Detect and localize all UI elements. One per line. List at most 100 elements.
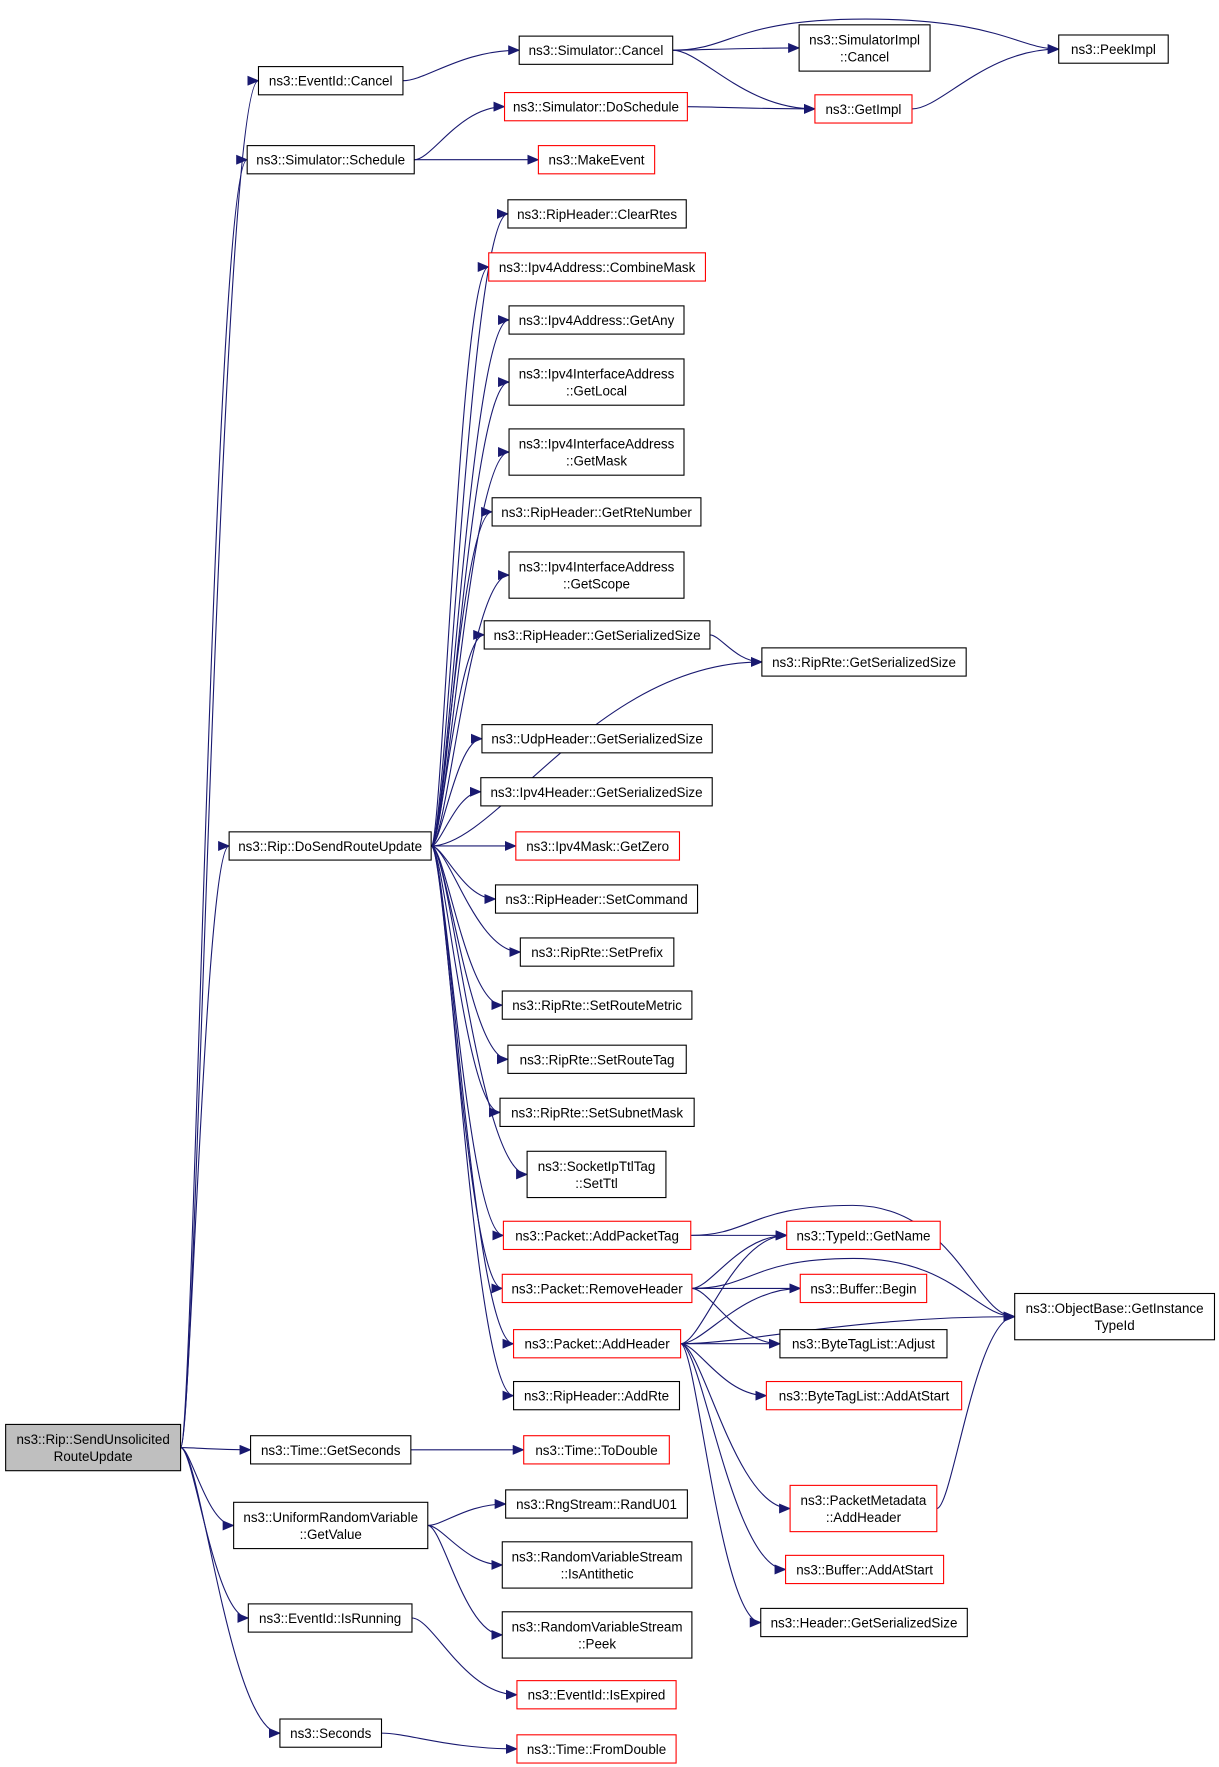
call-edge-rip_dosend-to-udpheader_getserializedsize xyxy=(430,733,483,847)
call-edge-root-to-seconds xyxy=(180,1447,281,1739)
node-rvs-isantithetic[interactable]: ns3::RandomVariableStream::IsAntithetic xyxy=(501,1541,693,1589)
node-buffer-addatstart[interactable]: ns3::Buffer::AddAtStart xyxy=(785,1554,945,1585)
call-edge-rip_dosend-to-ipv4addr_combinemask xyxy=(430,262,490,847)
node-buffer-begin[interactable]: ns3::Buffer::Begin xyxy=(799,1273,928,1304)
node-rvs-peek[interactable]: ns3::RandomVariableStream::Peek xyxy=(501,1611,693,1659)
node-header-getserializedsize[interactable]: ns3::Header::GetSerializedSize xyxy=(760,1607,968,1638)
call-edge-rip_dosend-to-ripheader_getrtenumber xyxy=(430,506,494,847)
node-label: ns3::Buffer::AddAtStart xyxy=(796,1562,933,1577)
call-edge-packet_addheader-to-buffer_begin xyxy=(680,1283,802,1345)
node-label: ns3::RipHeader::SetCommand xyxy=(505,892,687,907)
node-ripheader-setcommand[interactable]: ns3::RipHeader::SetCommand xyxy=(494,884,699,914)
node-urv-getvalue[interactable]: ns3::UniformRandomVariable::GetValue xyxy=(233,1501,429,1550)
node-seconds[interactable]: ns3::Seconds xyxy=(279,1718,383,1748)
node-label: ns3::MakeEvent xyxy=(549,153,645,168)
node-box xyxy=(508,358,685,406)
node-sim-doschedule[interactable]: ns3::Simulator::DoSchedule xyxy=(503,92,688,122)
node-label: ::GetValue xyxy=(300,1527,362,1542)
node-packet-removeheader[interactable]: ns3::Packet::RemoveHeader xyxy=(501,1273,693,1304)
node-label: ns3::SimulatorImpl xyxy=(809,32,920,47)
node-label: ::SetTtl xyxy=(575,1176,617,1191)
node-label: ns3::RipHeader::AddRte xyxy=(524,1389,669,1404)
node-time-todouble[interactable]: ns3::Time::ToDouble xyxy=(523,1435,670,1465)
node-ipv4header-getserializedsize[interactable]: ns3::Ipv4Header::GetSerializedSize xyxy=(480,777,713,807)
node-packet-addheader[interactable]: ns3::Packet::AddHeader xyxy=(513,1329,682,1359)
node-simimpl-cancel[interactable]: ns3::SimulatorImpl::Cancel xyxy=(798,24,931,72)
node-ipv4mask-getzero[interactable]: ns3::Ipv4Mask::GetZero xyxy=(515,831,681,861)
node-box xyxy=(508,428,685,476)
call-edge-root-to-rip_dosend xyxy=(180,841,231,1449)
node-label: ns3::EventId::Cancel xyxy=(269,74,393,89)
node-box xyxy=(516,1680,677,1710)
node-label: ::Peek xyxy=(578,1636,616,1651)
node-ipv4ifaddr-getlocal[interactable]: ns3::Ipv4InterfaceAddress::GetLocal xyxy=(508,358,685,406)
node-eventid-isexpired[interactable]: ns3::EventId::IsExpired xyxy=(516,1680,677,1710)
node-ipv4addr-getany[interactable]: ns3::Ipv4Address::GetAny xyxy=(508,305,685,335)
node-label: ns3::RipHeader::GetSerializedSize xyxy=(494,628,701,643)
node-label: ns3::RipHeader::ClearRtes xyxy=(517,207,677,222)
call-edge-packet_removeheader-to-bytetaglist_adjust xyxy=(691,1287,781,1349)
call-edge-rip_dosend-to-riprte_setprefix xyxy=(431,845,522,958)
node-eventid-isrunning[interactable]: ns3::EventId::IsRunning xyxy=(247,1603,413,1633)
node-peekimpl[interactable]: ns3::PeekImpl xyxy=(1058,34,1169,64)
node-label: ns3::EventId::IsExpired xyxy=(528,1688,666,1703)
node-label: ns3::Ipv4Header::GetSerializedSize xyxy=(490,785,702,800)
node-riprte-setroutetag[interactable]: ns3::RipRte::SetRouteTag xyxy=(507,1044,687,1074)
node-sim-cancel[interactable]: ns3::Simulator::Cancel xyxy=(518,35,674,65)
node-bytetaglist-addatstart[interactable]: ns3::ByteTagList::AddAtStart xyxy=(765,1380,963,1411)
node-label: ns3::PeekImpl xyxy=(1071,42,1156,57)
node-eventid-cancel[interactable]: ns3::EventId::Cancel xyxy=(257,66,404,96)
node-label: ns3::UdpHeader::GetSerializedSize xyxy=(491,732,702,747)
call-edge-sim_doschedule-to-getimpl xyxy=(687,103,816,114)
node-rngstream-randu01[interactable]: ns3::RngStream::RandU01 xyxy=(505,1489,688,1519)
node-packet-addpackettag[interactable]: ns3::Packet::AddPacketTag xyxy=(502,1220,692,1251)
node-box xyxy=(501,990,693,1020)
node-riprte-setprefix[interactable]: ns3::RipRte::SetPrefix xyxy=(519,937,675,967)
node-sim-schedule[interactable]: ns3::Simulator::Schedule xyxy=(246,145,415,175)
node-label: ns3::Header::GetSerializedSize xyxy=(771,1616,958,1631)
node-typeid-getname[interactable]: ns3::TypeId::GetName xyxy=(786,1220,941,1251)
node-ripheader-getserializedsize[interactable]: ns3::RipHeader::GetSerializedSize xyxy=(483,620,711,650)
node-ipv4addr-combinemask[interactable]: ns3::Ipv4Address::CombineMask xyxy=(488,252,706,282)
node-ipv4ifaddr-getscope[interactable]: ns3::Ipv4InterfaceAddress::GetScope xyxy=(508,551,685,599)
node-box xyxy=(779,1329,948,1359)
call-edge-root-to-sim_schedule xyxy=(180,155,249,1449)
node-label: ns3::RipRte::SetRouteTag xyxy=(520,1052,675,1067)
call-edge-packet_addheader-to-packetmetadata_addheader xyxy=(680,1343,792,1514)
node-udpheader-getserializedsize[interactable]: ns3::UdpHeader::GetSerializedSize xyxy=(481,724,713,754)
node-box xyxy=(507,199,687,229)
node-ripheader-addrte[interactable]: ns3::RipHeader::AddRte xyxy=(513,1380,681,1411)
call-edge-rip_dosend-to-ripheader_addrte xyxy=(430,845,515,1401)
node-label: ns3::Packet::AddHeader xyxy=(525,1337,671,1352)
node-riprte-getserializedsize[interactable]: ns3::RipRte::GetSerializedSize xyxy=(761,647,967,677)
node-box xyxy=(515,831,681,861)
node-box xyxy=(250,1435,412,1465)
node-rip-dosend[interactable]: ns3::Rip::DoSendRouteUpdate xyxy=(228,831,432,861)
node-ripheader-clearrtes[interactable]: ns3::RipHeader::ClearRtes xyxy=(507,199,687,229)
node-label: ns3::TypeId::GetName xyxy=(796,1228,930,1243)
node-makeevent[interactable]: ns3::MakeEvent xyxy=(537,145,656,175)
node-socketipttltag-setttl[interactable]: ns3::SocketIpTtlTag::SetTtl xyxy=(526,1150,667,1199)
node-label: ns3::RipRte::SetRouteMetric xyxy=(512,998,682,1013)
node-packetmetadata-addheader[interactable]: ns3::PacketMetadata::AddHeader xyxy=(789,1484,938,1533)
node-riprte-setroutemetric[interactable]: ns3::RipRte::SetRouteMetric xyxy=(501,990,693,1020)
node-riprte-setsubnetmask[interactable]: ns3::RipRte::SetSubnetMask xyxy=(499,1097,695,1127)
node-label: ns3::Time::GetSeconds xyxy=(261,1443,401,1458)
node-getimpl[interactable]: ns3::GetImpl xyxy=(814,94,913,124)
node-time-fromdouble[interactable]: ns3::Time::FromDouble xyxy=(516,1734,677,1764)
node-ripheader-getrtenumber[interactable]: ns3::RipHeader::GetRteNumber xyxy=(491,497,702,527)
node-box xyxy=(233,1501,429,1550)
node-time-getseconds[interactable]: ns3::Time::GetSeconds xyxy=(250,1435,412,1465)
node-box xyxy=(483,620,711,650)
node-label: ::GetMask xyxy=(566,454,627,469)
node-label: ns3::SocketIpTtlTag xyxy=(538,1159,656,1174)
call-edge-packet_addheader-to-bytetaglist_addatstart xyxy=(680,1343,768,1401)
node-label: ::GetScope xyxy=(563,577,630,592)
node-box xyxy=(228,831,432,861)
node-box xyxy=(501,1611,693,1659)
node-box xyxy=(5,1423,182,1472)
node-ipv4ifaddr-getmask[interactable]: ns3::Ipv4InterfaceAddress::GetMask xyxy=(508,428,685,476)
node-bytetaglist-adjust[interactable]: ns3::ByteTagList::Adjust xyxy=(779,1329,948,1359)
